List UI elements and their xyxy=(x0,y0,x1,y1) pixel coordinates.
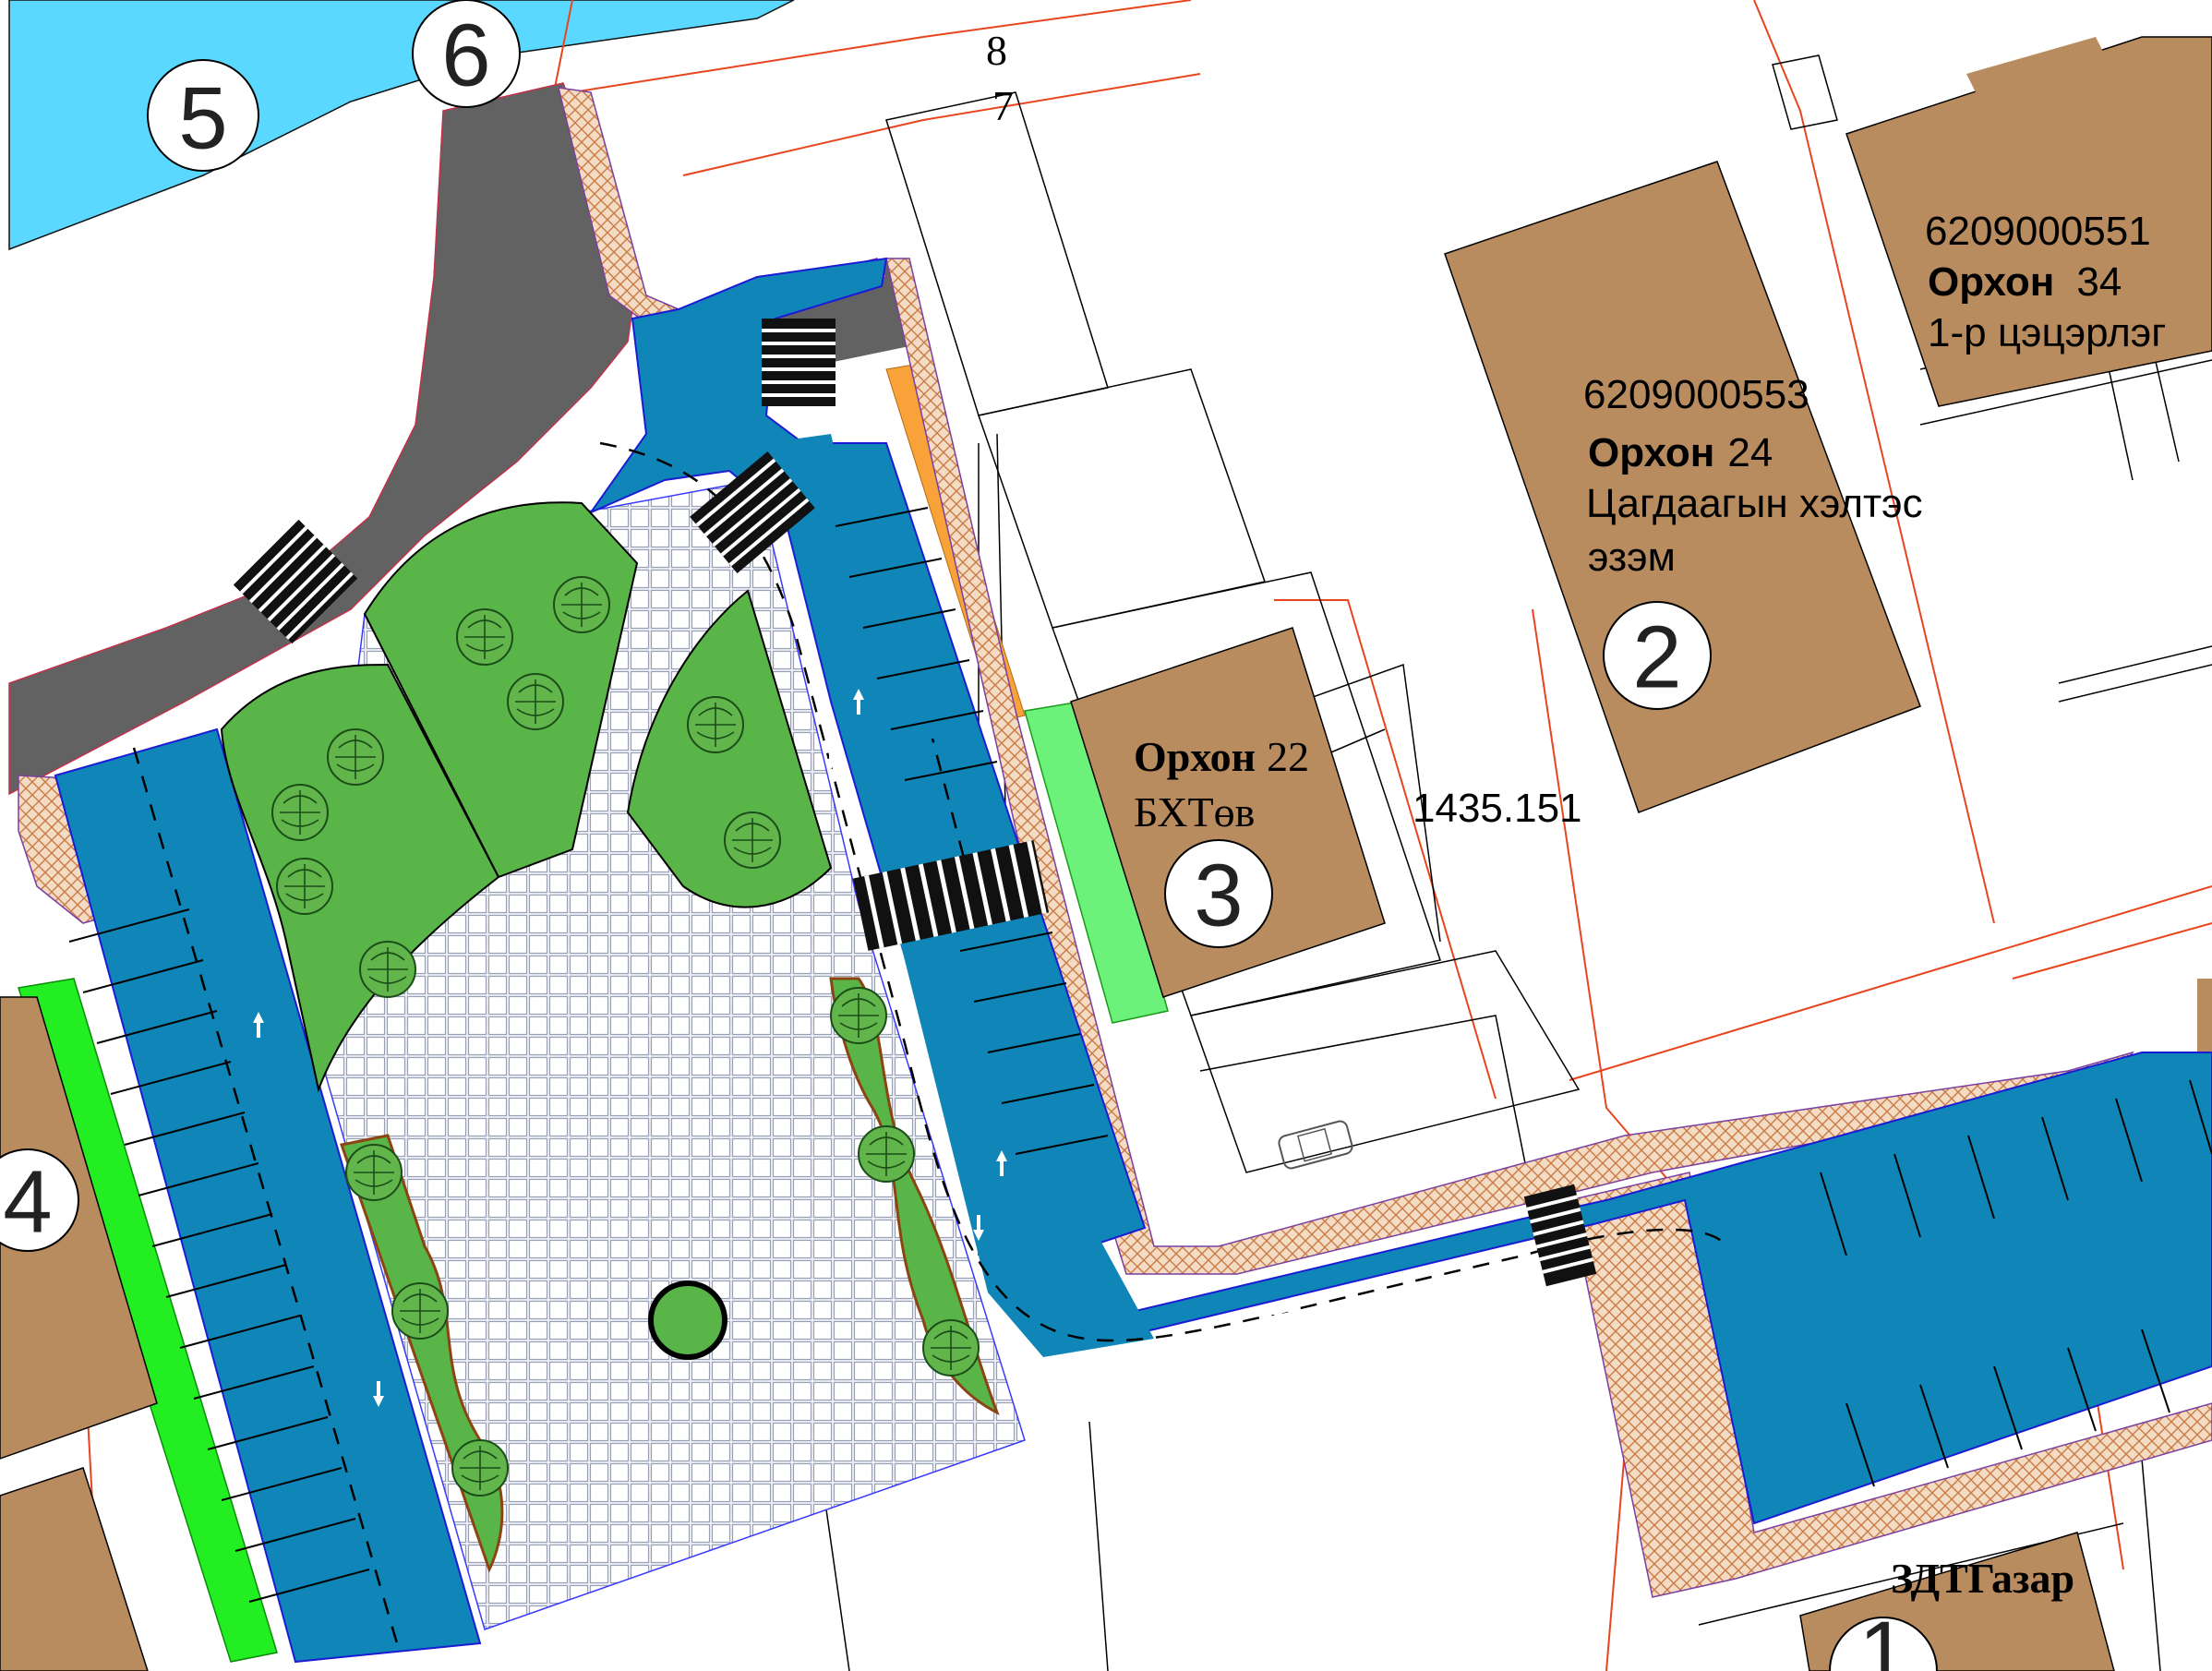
top-number-8: 8 xyxy=(986,27,1007,74)
green-strip-left xyxy=(18,978,278,1663)
svg-text:2: 2 xyxy=(1632,608,1681,707)
marker-3: 3 xyxy=(1164,839,1273,948)
marker-1: 1 xyxy=(1829,1604,1938,1671)
parking-stalls xyxy=(68,507,2212,1603)
asphalt-road xyxy=(8,82,638,796)
marker-4: 4 xyxy=(0,1148,79,1252)
crosswalk-icon xyxy=(233,319,1597,1287)
svg-text:6: 6 xyxy=(441,6,490,105)
svg-text:3: 3 xyxy=(1194,847,1243,945)
marker-5: 5 xyxy=(147,59,259,172)
building-24-use-line2: эзэм xyxy=(1588,535,1676,580)
building-22-use: БХТөв xyxy=(1134,788,1255,836)
marker-6: 6 xyxy=(412,0,521,108)
svg-text:4: 4 xyxy=(3,1153,52,1252)
building-24-use-line1: Цагдаагын хэлтэс xyxy=(1586,481,1923,526)
elevation-label: 1435.151 xyxy=(1413,786,1582,831)
building-34-use: 1-р цэцэрлэг xyxy=(1928,310,2166,355)
svg-text:5: 5 xyxy=(178,69,227,168)
green-strip-right xyxy=(1024,701,1169,1024)
marker-2: 2 xyxy=(1603,601,1712,710)
car-icon xyxy=(1278,1120,1353,1170)
zdt-building-label: ЗДТГазар xyxy=(1891,1555,2074,1602)
top-number-7: 7 xyxy=(992,82,1014,129)
building-34-code: 6209000551 xyxy=(1925,209,2151,254)
water-area xyxy=(8,0,795,251)
building-24-code: 6209000553 xyxy=(1583,372,1809,417)
svg-text:1: 1 xyxy=(1858,1604,1907,1671)
